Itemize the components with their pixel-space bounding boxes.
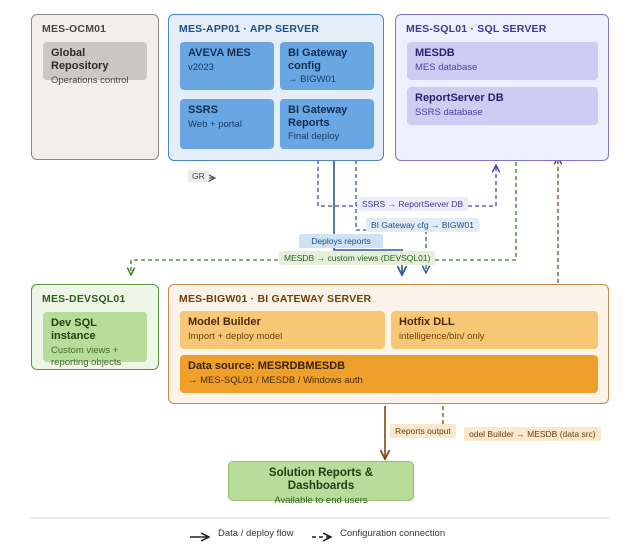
box-title: MESDB [415,47,455,59]
server-app01: MES-APP01 · APP SERVER AVEVA MES v2023 B… [168,14,384,161]
bi-gateway-config-label: BI Gateway cfg → BIGW01 [366,218,479,232]
global-repository-box[interactable]: Global Repository Operations control [43,42,147,86]
model-mesdb-label: odel Builder → MESDB (data src) [464,427,601,441]
box-subtitle: SSRS database [415,107,483,118]
server-bigw01: MES-BIGW01 · BI GATEWAY SERVER Model Bui… [168,284,609,404]
box-title: Model Builder [188,316,261,328]
box-subtitle: intelligence/bin/ only [399,331,485,342]
solution-reports-box[interactable]: Solution Reports & Dashboards Available … [228,461,414,506]
ssrs-reportserver-label: SSRS → ReportServer DB [357,197,469,211]
box-subtitle: Final deploy [288,131,340,142]
server-title: MES-OCM01 [42,23,107,35]
reports-output-label: Reports output [390,424,456,438]
server-ocm01: MES-OCM01 Global Repository Operations c… [31,14,159,160]
server-title: MES-APP01 · APP SERVER [179,23,320,35]
aveva-mes-box[interactable]: AVEVA MES v2023 [180,42,274,90]
box-title: Hotfix DLL [399,316,455,328]
box-subtitle: MES database [415,62,478,73]
data-source-box[interactable]: Data source: MESRDBMESDB → MES-SQL01 / M… [180,355,598,393]
deploys-reports-label: Deploys reports [299,234,383,248]
bi-gateway-config-box[interactable]: BI Gateway config → BIGW01 [280,42,374,90]
box-title: ReportServer DB [415,92,504,104]
legend-dashed-label: Configuration connection [340,528,446,539]
box-title: Dev SQL instance [51,317,97,342]
model-builder-box[interactable]: Model Builder Import + deploy model [180,311,385,349]
output-title: Solution Reports & Dashboards [268,467,374,492]
box-title: AVEVA MES [188,47,251,59]
ssrs-box[interactable]: SSRS Web + portal [180,99,274,149]
legend-solid-label: Data / deploy flow [218,528,294,539]
box-title: BI Gateway Reports [288,104,348,129]
mesdb-views-label: MESDB → custom views (DEVSQL01) [279,251,436,265]
reportserver-db-box[interactable]: ReportServer DB SSRS database [407,87,598,125]
box-subtitle: Custom views + reporting objects [51,345,122,368]
box-subtitle: Web + portal [188,119,242,130]
box-subtitle: → MES-SQL01 / MESDB / Windows auth [188,375,363,386]
box-subtitle: → BIGW01 [288,74,337,85]
server-title: MES-DEVSQL01 [42,293,126,305]
server-title: MES-SQL01 · SQL SERVER [406,23,547,35]
box-title: Data source: MESRDBMESDB [188,360,346,372]
hotfix-dll-box[interactable]: Hotfix DLL intelligence/bin/ only [391,311,598,349]
mesdb-box[interactable]: MESDB MES database [407,42,598,80]
server-devsql01: MES-DEVSQL01 Dev SQL instance Custom vie… [31,284,159,370]
output-subtitle: Available to end users [274,495,368,506]
box-subtitle: Operations control [51,75,129,86]
box-title: SSRS [188,104,218,116]
box-title: Global Repository [51,47,109,72]
gr-label: GR [188,170,209,182]
box-subtitle: v2023 [188,62,214,73]
box-subtitle: Import + deploy model [188,331,283,342]
bi-gateway-reports-box[interactable]: BI Gateway Reports Final deploy [280,99,374,149]
box-title: BI Gateway config [288,47,348,72]
dev-sql-instance-box[interactable]: Dev SQL instance Custom views + reportin… [43,312,147,368]
server-title: MES-BIGW01 · BI GATEWAY SERVER [179,293,372,305]
server-sql01: MES-SQL01 · SQL SERVER MESDB MES databas… [395,14,609,161]
